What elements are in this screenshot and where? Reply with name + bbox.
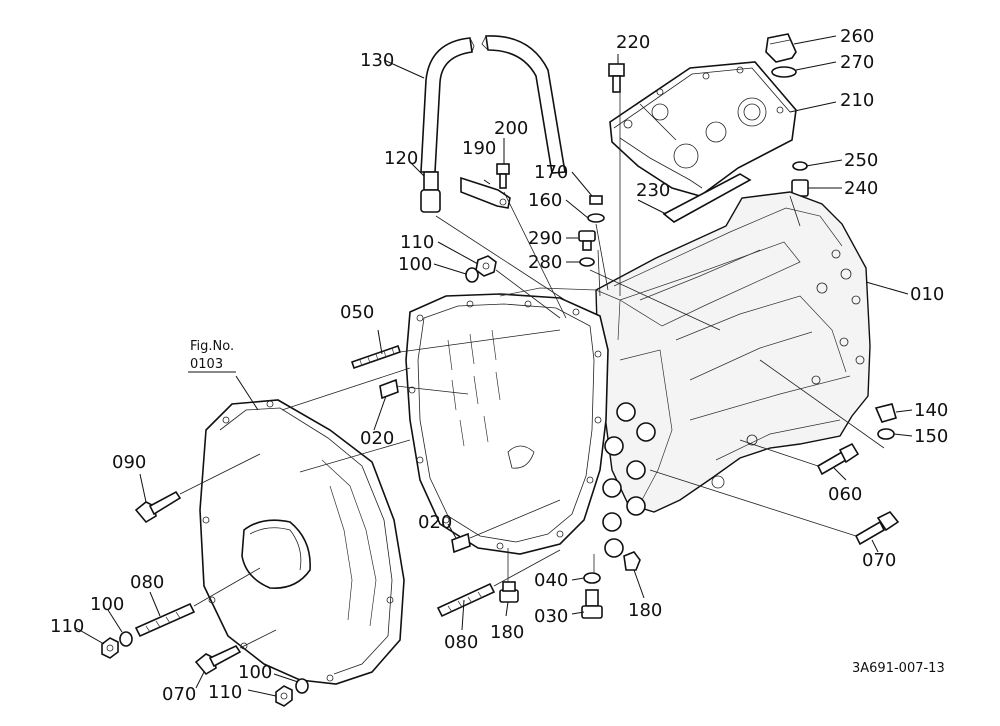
callout-260: 260 [840, 26, 874, 47]
bolt-part-220 [608, 63, 625, 93]
washer-part-160 [587, 213, 605, 223]
pin-part-020-lower [451, 532, 471, 554]
bolt-part-090 [134, 490, 182, 524]
callout-210: 210 [840, 90, 874, 111]
nut-part-110-bottom [275, 685, 293, 707]
callout-080-bottom: 080 [444, 632, 478, 653]
callout-170: 170 [534, 162, 568, 183]
callout-070-left: 070 [162, 684, 196, 705]
bracket-part-190 [460, 176, 511, 209]
o-ring-part-270 [771, 66, 797, 78]
callout-270: 270 [840, 52, 874, 73]
stud-part-080-left [134, 602, 196, 638]
callout-280: 280 [528, 252, 562, 273]
fitting-part-120 [420, 171, 441, 213]
transmission-case-part-010 [595, 191, 871, 513]
bolt-part-030 [581, 589, 603, 619]
callout-230: 230 [636, 180, 670, 201]
cap-part-260 [765, 33, 797, 63]
callout-160: 160 [528, 190, 562, 211]
callout-290: 290 [528, 228, 562, 249]
washer-part-100-top [465, 267, 479, 283]
drawing-code: 3A691-007-13 [852, 661, 945, 676]
nut-part-110-top [475, 255, 497, 277]
callout-020-lower: 020 [418, 512, 452, 533]
leader-lines [75, 35, 913, 697]
callout-labels: 130 120 190 200 220 260 270 210 170 160 … [50, 26, 948, 705]
callout-050: 050 [340, 302, 374, 323]
callout-140: 140 [914, 400, 948, 421]
callout-080-left: 080 [130, 572, 164, 593]
figure-reference-number: 0103 [190, 357, 223, 372]
plug-part-290 [578, 230, 596, 251]
callout-250: 250 [844, 150, 878, 171]
callout-150: 150 [914, 426, 948, 447]
callout-090: 090 [112, 452, 146, 473]
plug-part-140 [874, 403, 897, 423]
figure-reference: Fig.No. 0103 [188, 339, 236, 373]
callout-040: 040 [534, 570, 568, 591]
nut-part-110-left [101, 637, 119, 659]
callout-100-bottom: 100 [238, 662, 272, 683]
callout-190: 190 [462, 138, 496, 159]
washer-part-250 [792, 161, 808, 171]
callout-020-upper: 020 [360, 428, 394, 449]
washer-part-100-bottom [295, 678, 309, 694]
bolt-part-200 [496, 163, 510, 189]
callout-110-top: 110 [400, 232, 434, 253]
callout-200: 200 [494, 118, 528, 139]
cover-part-210 [609, 61, 797, 197]
bolt-part-070-left [194, 644, 242, 676]
gasket-part-230 [662, 173, 752, 223]
callout-060: 060 [828, 484, 862, 505]
callout-120: 120 [384, 148, 418, 169]
callout-180-right: 180 [628, 600, 662, 621]
callout-240: 240 [844, 178, 878, 199]
callout-070-right: 070 [862, 550, 896, 571]
pin-part-020-upper [379, 378, 399, 400]
callout-100-top: 100 [398, 254, 432, 275]
washer-part-100-left [119, 631, 133, 647]
front-housing [405, 287, 673, 558]
washer-part-280 [579, 257, 595, 267]
callout-180-left: 180 [490, 622, 524, 643]
bolt-part-060 [816, 442, 860, 476]
callout-030: 030 [534, 606, 568, 627]
bolt-part-070-right [854, 510, 900, 546]
callout-130: 130 [360, 50, 394, 71]
bolt-part-170 [589, 195, 603, 205]
callout-110-left: 110 [50, 616, 84, 637]
callout-010: 010 [910, 284, 944, 305]
stud-part-050 [350, 344, 402, 370]
washer-part-040 [583, 572, 601, 584]
figure-reference-title: Fig.No. [190, 339, 234, 354]
plug-part-180-left [499, 581, 519, 603]
callout-110-bottom: 110 [208, 682, 242, 703]
plug-part-180-right [623, 551, 641, 571]
clutch-housing-plate [199, 399, 405, 685]
callout-220: 220 [616, 32, 650, 53]
callout-100-left: 100 [90, 594, 124, 615]
hose-part-130 [420, 35, 566, 174]
washer-part-150 [877, 428, 895, 440]
stud-part-080-bottom [436, 582, 496, 618]
